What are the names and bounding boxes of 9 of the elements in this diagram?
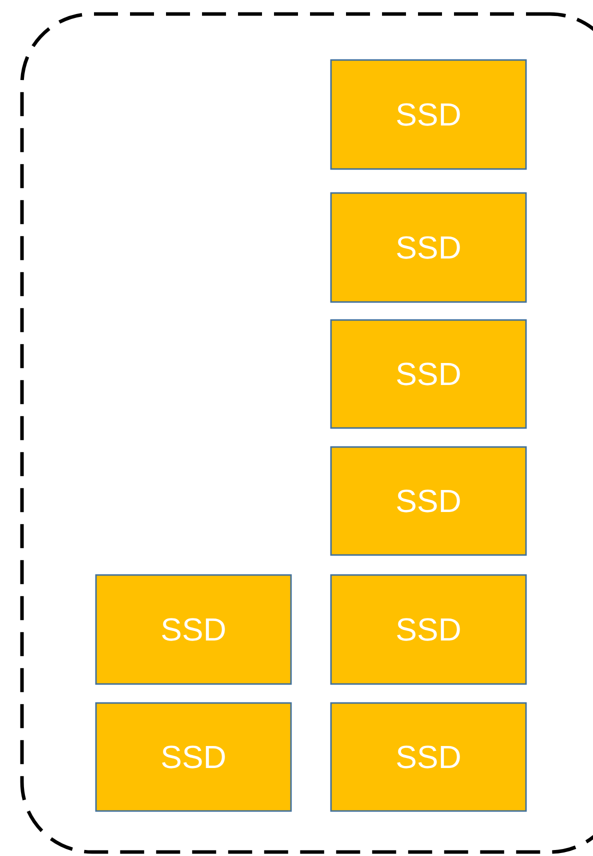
ssd-box: SSD — [330, 59, 527, 170]
dashed-container — [20, 12, 593, 854]
ssd-box: SSD — [95, 702, 292, 812]
ssd-box: SSD — [330, 192, 527, 303]
ssd-box: SSD — [330, 446, 527, 556]
ssd-box: SSD — [95, 574, 292, 685]
ssd-box: SSD — [330, 574, 527, 685]
ssd-box: SSD — [330, 702, 527, 812]
ssd-box: SSD — [330, 319, 527, 429]
